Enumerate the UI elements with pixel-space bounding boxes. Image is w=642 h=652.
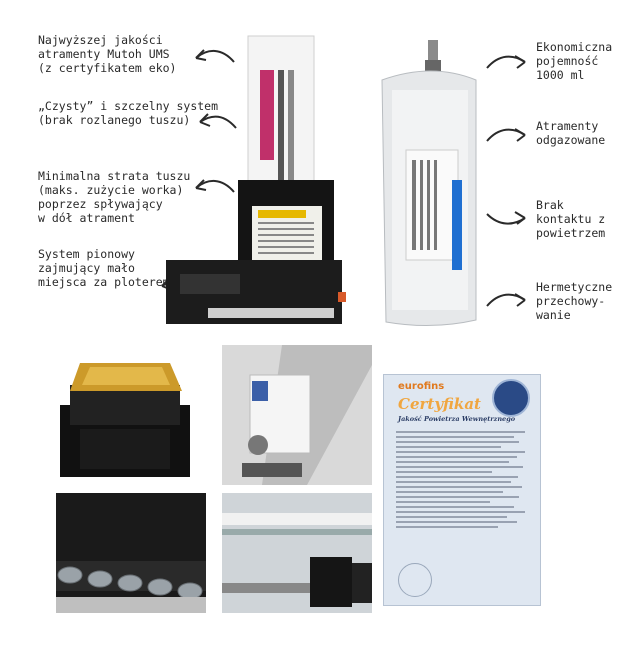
certificate-brand: eurofins <box>398 381 445 392</box>
printhead-photo <box>50 345 200 485</box>
arrow-right-icon <box>486 128 526 142</box>
certificate-subtitle: Jakość Powietrza Wewnętrznego <box>398 415 516 423</box>
arrow-right-icon <box>486 293 526 307</box>
arrow-left-icon <box>199 113 237 129</box>
rollers-photo <box>56 493 206 613</box>
certificate-stamp-icon <box>398 563 432 597</box>
feature-note-right-3: Brak kontaktu z powietrzem <box>536 198 606 240</box>
ink-bag-image <box>381 40 477 327</box>
ink-cartridge-image: NG OK <box>166 35 346 324</box>
feature-note-left-1: Najwyższej jakości atramenty Mutoh UMS (… <box>38 33 177 75</box>
eco-certificate: eurofins Certyfikat Jakość Powietrza Wew… <box>383 374 541 606</box>
feature-note-right-1: Ekonomiczna pojemność 1000 ml <box>536 40 613 82</box>
arrow-left-icon <box>195 49 235 63</box>
certificate-title: Certyfikat <box>398 395 481 413</box>
arrow-right-icon <box>486 211 526 225</box>
certificate-body-lines <box>396 431 530 531</box>
arrow-right-icon <box>486 55 526 69</box>
feature-note-left-2: „Czysty” i szczelny system (brak rozlane… <box>38 99 219 127</box>
feature-note-left-3: Minimalna strata tuszu (maks. zużycie wo… <box>38 169 191 225</box>
feature-note-left-4: System pionowy zajmujący mało miejsca za… <box>38 247 170 289</box>
arrow-left-icon <box>195 179 235 193</box>
feature-note-right-4: Hermetyczne przechowy- wanie <box>536 280 613 322</box>
feature-note-right-2: Atramenty odgazowane <box>536 119 606 147</box>
certificate-seal-icon <box>492 379 530 417</box>
printer-interior-photo <box>222 493 372 613</box>
ink-system-photo <box>222 345 372 485</box>
